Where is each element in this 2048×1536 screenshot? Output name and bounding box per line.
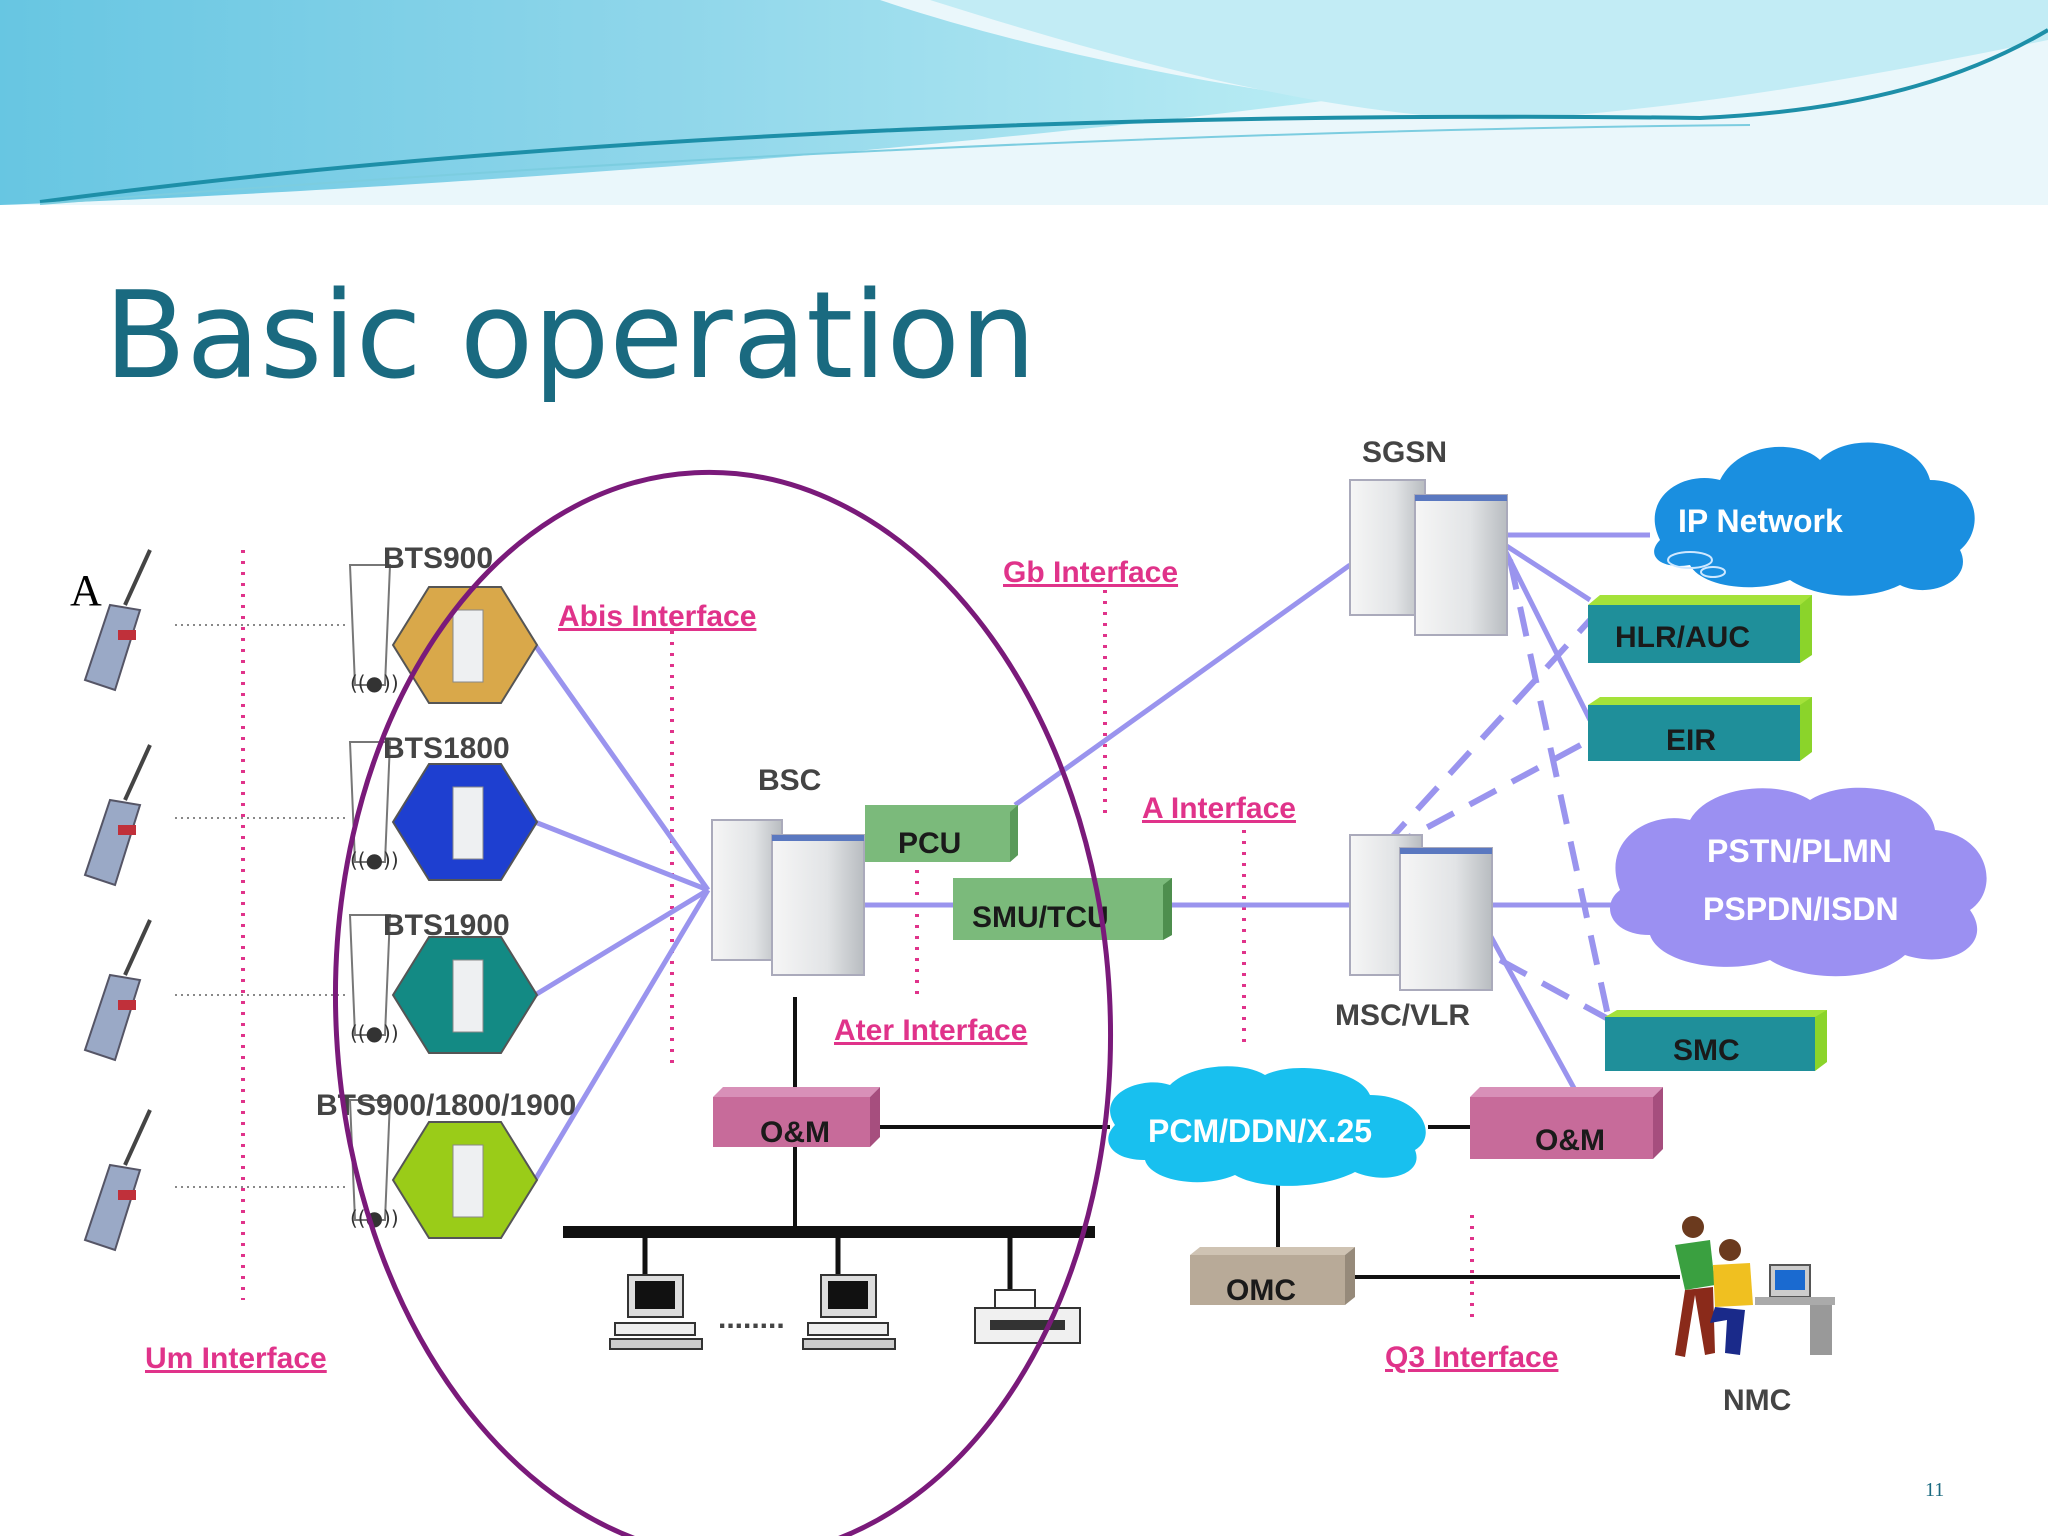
eir-box: EIR [1588, 697, 1812, 761]
smc-box: SMC [1605, 1010, 1827, 1071]
interface-dotted-lines [241, 550, 1474, 1320]
um-interface-label: Um Interface [145, 1342, 327, 1375]
mobile-phone-icon [83, 919, 152, 1062]
radio-waves-icon: ((●)) [350, 848, 399, 872]
annotation-marker: A [70, 566, 102, 615]
pcu-box: PCU [865, 805, 1018, 862]
omc-box: OMC [1190, 1247, 1355, 1307]
ater-interface-label: Ater Interface [834, 1014, 1027, 1047]
abis-links [532, 643, 711, 1182]
bsc-label: BSC [758, 764, 821, 797]
header-wave [0, 0, 2048, 205]
bts-label: BTS900/1800/1900 [316, 1089, 576, 1122]
a-interface-label: A Interface [1142, 792, 1296, 825]
eir-label: EIR [1666, 724, 1716, 757]
pstn-plmn-label: PSTN/PLMN [1707, 833, 1892, 869]
hlr-auc-label: HLR/AUC [1615, 621, 1750, 654]
antenna-tower-icon [348, 914, 392, 1036]
bts-cabinet-icon [452, 959, 484, 1033]
radio-waves-icon: ((●)) [350, 671, 399, 695]
bts-label: BTS1800 [383, 732, 510, 765]
hlr-auc-box: HLR/AUC [1588, 595, 1812, 663]
radio-waves-icon: ((●)) [350, 1021, 399, 1045]
radio-links [175, 624, 345, 1188]
lan-drops [642, 1232, 1013, 1300]
bts-cabinet-icon [452, 786, 484, 860]
pspdn-isdn-label: PSPDN/ISDN [1703, 891, 1899, 927]
signalling-links [1382, 559, 1613, 1026]
bts-unit: ((●)) BTS900 [348, 542, 539, 704]
pstn-cloud: PSTN/PLMN PSPDN/ISDN [1610, 787, 1987, 977]
smc-label: SMC [1673, 1034, 1740, 1067]
ip-network-cloud: IP Network [1654, 442, 1975, 596]
gb-interface-label: Gb Interface [1003, 556, 1178, 589]
antenna-tower-icon [348, 741, 392, 863]
bts-cabinet-icon [452, 1144, 484, 1218]
smu-tcu-box: SMU/TCU [953, 878, 1172, 940]
bss-boundary-ellipse [332, 469, 1114, 1536]
printer-icon [974, 1289, 1081, 1344]
mobile-phone-icon [83, 1109, 152, 1252]
om-left-box: O&M [713, 1087, 880, 1149]
radio-waves-icon: ((●)) [350, 1206, 399, 1230]
antenna-tower-icon [348, 564, 392, 686]
abis-interface-label: Abis Interface [558, 600, 756, 633]
bts-label: BTS1900 [383, 909, 510, 942]
antenna-tower-icon [348, 1099, 392, 1221]
management-links [640, 997, 1680, 1279]
bts-unit: ((●)) BTS900/1800/1900 [316, 1089, 576, 1239]
pcm-cloud: PCM/DDN/X.25 [1108, 1066, 1426, 1186]
ip-network-label: IP Network [1678, 503, 1843, 539]
sgsn-server-icon [1349, 479, 1508, 636]
smu-tcu-label: SMU/TCU [972, 901, 1109, 934]
omc-label: OMC [1226, 1274, 1296, 1307]
terminal-icon [802, 1274, 896, 1350]
mobile-phones [83, 549, 152, 1252]
msc-server-icon [1349, 834, 1493, 991]
bts-cabinet-icon [452, 609, 484, 683]
nmc-label: NMC [1723, 1384, 1791, 1417]
terminals-ellipsis: ........ [718, 1302, 785, 1335]
slide-title: Basic operation [104, 267, 1036, 406]
bts-label: BTS900 [383, 542, 493, 575]
msc-label: MSC/VLR [1335, 999, 1470, 1032]
om-right-label: O&M [1535, 1124, 1605, 1157]
sgsn-label: SGSN [1362, 436, 1447, 469]
mobile-phone-icon [83, 744, 152, 887]
bts-unit: ((●)) BTS1800 [348, 732, 539, 881]
slide-number: 11 [1925, 1479, 1944, 1501]
pcu-label: PCU [898, 827, 961, 860]
om-left-label: O&M [760, 1116, 830, 1149]
bts-group: ((●))BTS900((●))BTS1800((●))BTS1900((●))… [316, 542, 576, 1239]
bts-unit: ((●)) BTS1900 [348, 909, 539, 1054]
om-right-box: O&M [1470, 1087, 1663, 1159]
nmc-operators-icon [1675, 1216, 1835, 1357]
q3-interface-label: Q3 Interface [1385, 1341, 1558, 1374]
terminal-icon [609, 1274, 703, 1350]
bsc-server-icon [711, 819, 865, 976]
pcm-ddn-x25-label: PCM/DDN/X.25 [1148, 1113, 1372, 1149]
mobile-phone-icon [83, 549, 152, 692]
